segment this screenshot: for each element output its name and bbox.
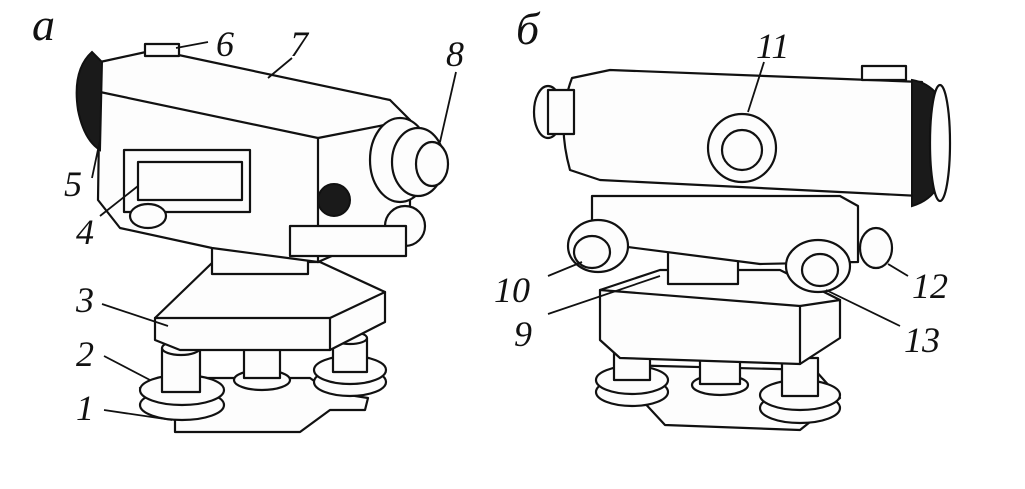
tangent-screw-b-right <box>784 238 852 294</box>
foot-screw-b-right <box>758 356 842 425</box>
view-labels: а б <box>32 0 541 54</box>
callout-5: 5 <box>64 164 82 204</box>
tribrach-a <box>153 260 387 352</box>
callout-10: 10 <box>494 270 530 310</box>
callout-4: 4 <box>76 212 94 252</box>
callout-7: 7 <box>290 24 310 64</box>
leader-lines <box>91 41 909 421</box>
callout-13: 13 <box>904 320 940 360</box>
callout-9: 9 <box>514 314 532 354</box>
objective-cap-a <box>75 50 104 152</box>
callout-numbers: 1 2 3 4 5 6 7 8 9 10 11 12 13 <box>64 24 948 428</box>
view-label-b: б <box>516 3 541 54</box>
foot-screw-a-rear <box>232 346 292 392</box>
knob-12-b <box>858 226 894 270</box>
foot-screw-b-left <box>594 338 670 408</box>
eyepiece-a <box>368 116 450 204</box>
sight-a <box>143 42 181 58</box>
callout-1: 1 <box>76 388 94 428</box>
foot-screw-a-left <box>138 339 226 422</box>
view-label-a: а <box>32 0 55 50</box>
callout-8: 8 <box>446 34 464 74</box>
callout-6: 6 <box>216 24 234 64</box>
level-view-a <box>75 42 450 434</box>
callout-12: 12 <box>912 266 948 306</box>
callout-2: 2 <box>76 334 94 374</box>
focus-knob-b <box>706 112 778 184</box>
callout-3: 3 <box>75 280 94 320</box>
tangent-screw-b-left <box>566 218 630 274</box>
callout-11: 11 <box>756 26 789 66</box>
level-view-b <box>532 64 952 432</box>
